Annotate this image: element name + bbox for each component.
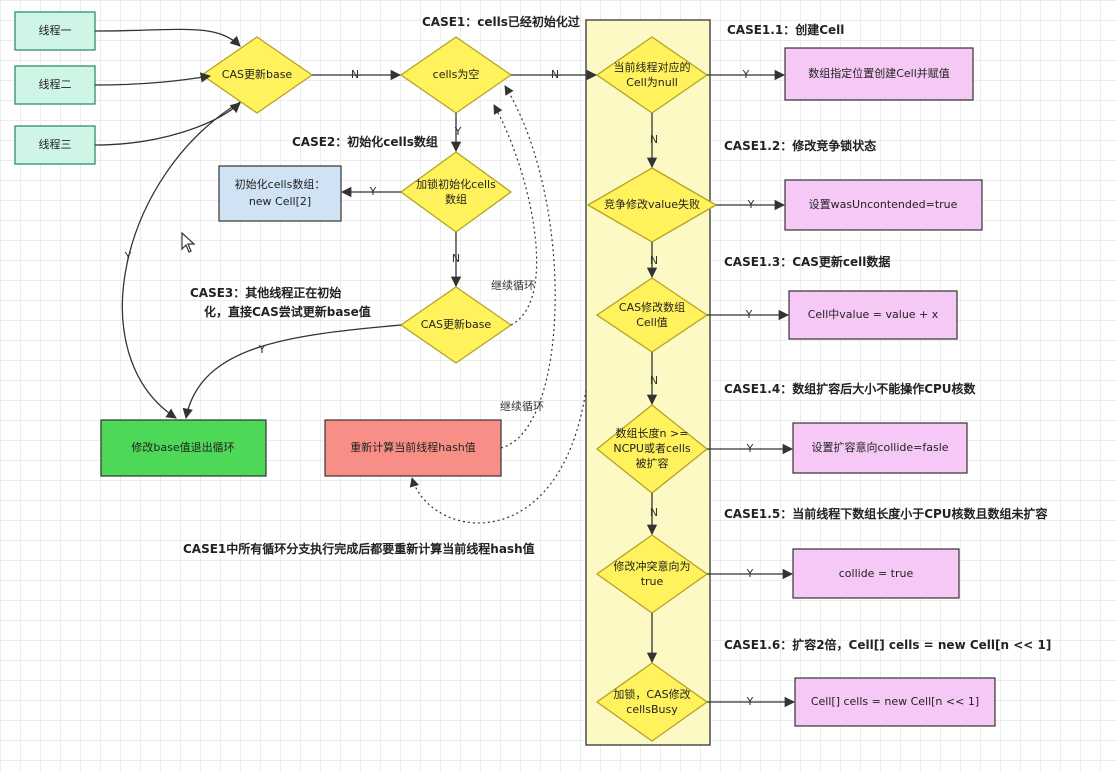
- thread-1-label: 线程一: [39, 23, 72, 37]
- case1-title: CASE1：cells已经初始化过: [422, 14, 580, 29]
- edge-cell-null-no-label: N: [650, 133, 658, 146]
- edge-compete-fail-yes-label: Y: [747, 198, 755, 211]
- box-cell-value: Cell中value = value + x: [788, 290, 958, 340]
- diamond-len-ncpu-line2: NCPU或者cells: [613, 442, 691, 455]
- edge-thread1-cas: [94, 28, 241, 47]
- box-create-cell: 数组指定位置创建Cell并赋值: [784, 47, 974, 101]
- edge-cells-empty-yes-label: Y: [454, 125, 462, 138]
- edge-rehash-loop-label: 继续循环: [500, 399, 544, 413]
- edge-cas-cell-no-label: N: [650, 374, 658, 387]
- edge-rehash-loop: [500, 85, 556, 449]
- edge-compete-fail-no-label: N: [650, 254, 658, 267]
- diamond-len-ncpu-line1: 数组长度n >=: [616, 426, 689, 440]
- diamond-cas-base-2-text: CAS更新base: [421, 317, 492, 331]
- case1-3-title: CASE1.3：CAS更新cell数据: [724, 254, 890, 269]
- thread-2-box: 线程二: [14, 65, 96, 105]
- diamond-modify-collide: 修改冲突意向为 true: [595, 534, 709, 614]
- case3-title-line2: 化，直接CAS尝试更新base值: [204, 304, 371, 319]
- diamond-modify-collide-line2: true: [641, 575, 664, 588]
- diamond-cell-null-line1: 当前线程对应的: [614, 60, 691, 74]
- edge-cas-base-no-label: N: [351, 68, 359, 81]
- thread-2-label: 线程二: [39, 77, 72, 91]
- box-rehash-text: 重新计算当前线程hash值: [350, 440, 475, 454]
- case3-title-line1: CASE3：其他线程正在初始: [190, 285, 341, 300]
- case1-6-title: CASE1.6：扩容2倍，Cell[] cells = new Cell[n <…: [724, 637, 1051, 652]
- case1-panel: [585, 19, 711, 746]
- box-init-cells: 初始化cells数组： new Cell[2]: [218, 165, 342, 222]
- edge-lock-busy-yes-label: Y: [746, 695, 754, 708]
- edge-cas-base2-loop: [493, 104, 538, 326]
- edge-len-ncpu-no-label: N: [650, 506, 658, 519]
- case1-5-title: CASE1.5：当前线程下数组长度小于CPU核数且数组未扩容: [724, 506, 1048, 521]
- diamond-len-ncpu-line3: 被扩容: [636, 456, 669, 470]
- diamond-modify-collide-line1: 修改冲突意向为: [614, 559, 691, 573]
- diamond-lock-busy-line1: 加锁，CAS修改: [613, 687, 690, 701]
- diamond-cas-base-text: CAS更新base: [222, 67, 293, 81]
- edge-panel-to-rehash: [409, 389, 587, 524]
- box-init-cells-line2: new Cell[2]: [249, 195, 311, 208]
- thread-3-label: 线程三: [39, 137, 72, 151]
- diamond-lock-init-line1: 加锁初始化cells: [416, 177, 496, 191]
- edge-cas-base-yes: [121, 101, 241, 419]
- case1-1-title: CASE1.1：创建Cell: [727, 22, 844, 37]
- box-set-collide-false-text: 设置扩容意向collide=fasle: [811, 440, 948, 454]
- box-collide-true: collide = true: [792, 548, 960, 599]
- edge-cells-empty-no-label: N: [551, 68, 559, 81]
- edge-cas-cell-yes-label: Y: [745, 308, 753, 321]
- box-set-collide-false: 设置扩容意向collide=fasle: [792, 422, 968, 474]
- diamond-cas-cell-line1: CAS修改数组: [619, 300, 685, 314]
- diamond-cells-empty-text: cells为空: [433, 67, 480, 81]
- edge-thread2-cas: [94, 72, 212, 86]
- box-new-cells-text: Cell[] cells = new Cell[n << 1]: [811, 695, 979, 708]
- box-create-cell-text: 数组指定位置创建Cell并赋值: [808, 66, 950, 80]
- thread-3-box: 线程三: [14, 125, 96, 165]
- case1-note: CASE1中所有循环分支执行完成后都要重新计算当前线程hash值: [183, 541, 535, 556]
- diamond-compete-fail-text: 竞争修改value失败: [604, 197, 700, 211]
- box-modify-base-exit-text: 修改base值退出循环: [131, 440, 234, 454]
- diamond-cells-empty: cells为空: [399, 36, 513, 114]
- edge-lock-init-yes-label: Y: [369, 185, 377, 198]
- edge-lock-init-no-label: N: [452, 252, 460, 265]
- diamond-cell-null-line2: Cell为null: [626, 76, 678, 89]
- box-cell-value-text: Cell中value = value + x: [808, 308, 939, 321]
- edge-thread3-cas: [94, 102, 241, 146]
- thread-1-box: 线程一: [14, 11, 96, 51]
- edge-len-ncpu-yes-label: Y: [746, 442, 754, 455]
- diamond-lock-init-line2: 数组: [445, 192, 467, 206]
- edge-cas-base2-yes: [182, 324, 402, 420]
- edge-modify-collide-yes-label: Y: [746, 567, 754, 580]
- diamond-cas-base: CAS更新base: [200, 36, 314, 114]
- mouse-pointer-icon: [181, 232, 196, 253]
- case1-4-title: CASE1.4：数组扩容后大小不能操作CPU核数: [724, 381, 977, 396]
- edge-cas-base2-yes-label: Y: [258, 343, 266, 356]
- diamond-lock-init: 加锁初始化cells 数组: [399, 151, 513, 233]
- box-modify-base-exit: 修改base值退出循环: [100, 419, 267, 477]
- diamond-cell-null: 当前线程对应的 Cell为null: [595, 36, 709, 114]
- diamond-len-ncpu: 数组长度n >= NCPU或者cells 被扩容: [595, 404, 709, 494]
- box-init-cells-line1: 初始化cells数组：: [235, 177, 326, 191]
- case1-2-title: CASE1.2：修改竞争锁状态: [724, 138, 876, 153]
- edge-cell-null-yes-label: Y: [742, 68, 750, 81]
- diamond-lock-busy: 加锁，CAS修改 cellsBusy: [595, 662, 709, 742]
- edge-cas-base-yes-label: Y: [124, 250, 132, 263]
- box-set-uncontended: 设置wasUncontended=true: [784, 179, 983, 231]
- edge-cas-base2-loop-label: 继续循环: [491, 278, 535, 292]
- box-rehash: 重新计算当前线程hash值: [324, 419, 502, 477]
- case2-title: CASE2：初始化cells数组: [292, 134, 438, 149]
- diamond-cas-cell-line2: Cell值: [636, 316, 668, 329]
- box-new-cells: Cell[] cells = new Cell[n << 1]: [794, 677, 996, 727]
- diamond-lock-busy-line2: cellsBusy: [626, 703, 678, 716]
- diamond-cas-base-2: CAS更新base: [399, 286, 513, 364]
- box-collide-true-text: collide = true: [839, 567, 914, 580]
- diamond-compete-fail: 竞争修改value失败: [586, 167, 718, 243]
- box-set-uncontended-text: 设置wasUncontended=true: [809, 198, 958, 211]
